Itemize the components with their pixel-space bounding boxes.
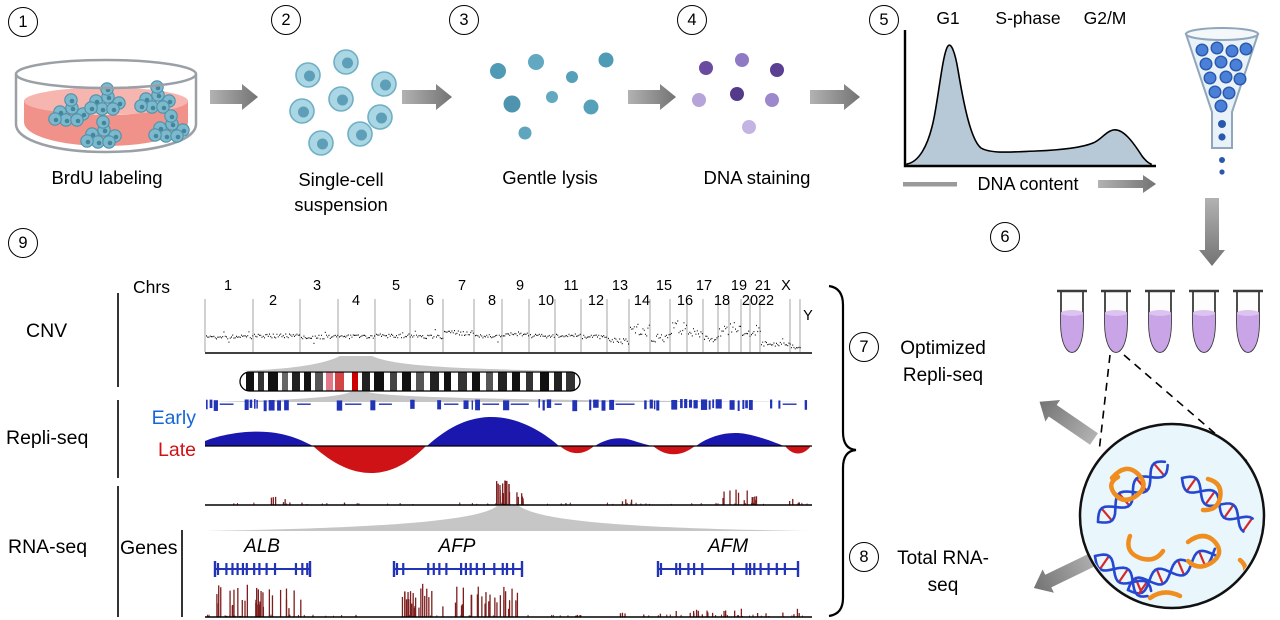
rnaseq-track-genes: [205, 583, 812, 618]
sample-tubes-icon: [1057, 289, 1263, 353]
rnaseq-track-genomewide: [205, 480, 812, 506]
chr-label-9: 9: [515, 278, 525, 294]
chr-label-20: 20: [741, 293, 759, 309]
chr-label-7: 7: [457, 278, 467, 294]
histogram-curve: [906, 44, 1152, 167]
chr-label-12: 12: [587, 293, 605, 309]
chr-label-10: 10: [537, 293, 555, 309]
single-cell-suspension-icon: [289, 49, 397, 156]
cell-sorter-funnel-icon: [1184, 27, 1260, 175]
histogram-axes: [903, 30, 1156, 168]
step-7-label: Optimized Repli-seq: [900, 338, 986, 386]
gene-name-afm: AFM: [707, 536, 749, 557]
chr-label-x: X: [781, 278, 791, 294]
sorted-cells: [1195, 41, 1253, 175]
cell-content-magnifier: [1078, 354, 1266, 610]
facs-histogram: [903, 30, 1156, 187]
chr-label-14: 14: [633, 293, 651, 309]
repliseq-label: Repli-seq: [6, 427, 89, 449]
zoom-dashed-line-left: [1098, 354, 1111, 453]
chr-label-8: 8: [487, 293, 497, 309]
chr-label-15: 15: [655, 278, 673, 294]
chr-label-4: 4: [351, 293, 361, 309]
gene-annotation-track: [206, 399, 808, 412]
gene-name-alb: ALB: [244, 536, 280, 557]
gene-name-afp: AFP: [438, 536, 476, 557]
repliseq-late-area: [313, 446, 811, 473]
chr-label-1: 1: [223, 278, 233, 294]
chr-label-11: 11: [563, 278, 579, 294]
chr-label-5: 5: [391, 278, 401, 294]
step-badge-1: 1: [8, 7, 38, 37]
step-badge-3: 3: [449, 5, 479, 35]
rnaseq-label: RNA-seq: [8, 536, 88, 558]
repliseq-track: [205, 416, 812, 473]
flow-arrows: [210, 84, 1225, 593]
g2m-phase-label: G2/M: [1083, 8, 1127, 28]
chr-label-19: 19: [730, 278, 748, 294]
step-badge-2: 2: [271, 5, 301, 35]
late-label: Late: [158, 439, 196, 461]
sphase-label: S-phase: [995, 8, 1061, 28]
step-4-label: DNA staining: [703, 167, 811, 188]
cnv-label: CNV: [26, 320, 68, 342]
cnv-track: [204, 299, 812, 354]
lysed-cells-icon: [490, 52, 614, 140]
stained-nuclei-icon: [692, 53, 784, 134]
tracks-brace: [828, 284, 857, 618]
chr4-ideogram: [239, 371, 581, 392]
step-badge-7: 7: [849, 332, 879, 362]
dna-content-label: DNA content: [977, 174, 1079, 194]
chr-label-17: 17: [695, 278, 713, 294]
chr-label-13: 13: [611, 278, 629, 294]
step-badge-9: 9: [8, 228, 38, 258]
chr-label-2: 2: [268, 293, 278, 309]
group-brackets: [117, 293, 183, 617]
step-8-label: Total RNA-seq: [897, 548, 989, 596]
genes-label: Genes: [120, 537, 178, 559]
step-badge-6: 6: [990, 222, 1020, 252]
dna-content-axis-line: [903, 182, 957, 187]
chr-label-6: 6: [425, 293, 435, 309]
zoom-flare-ideogram-to-tracks: [205, 392, 812, 402]
gene-models-track: [213, 561, 800, 577]
step-2-label: Single-cell suspension: [294, 169, 388, 215]
chr-label-22: 22: [757, 293, 775, 309]
zoom-flare-rnaseq-to-genes: [205, 506, 812, 531]
step-1-label: BrdU labeling: [51, 167, 163, 188]
cell-colonies: [48, 80, 190, 149]
chromosome-separators: [204, 299, 801, 352]
repliseq-early-area: [205, 416, 812, 446]
cnv-scatter: [206, 320, 801, 350]
chr-label-y: Y: [803, 308, 813, 324]
g1-phase-label: G1: [936, 8, 960, 28]
step-badge-5: 5: [869, 5, 899, 35]
chr-label-21: 21: [754, 278, 772, 294]
step-3-label: Gentle lysis: [502, 167, 598, 188]
step-badge-8: 8: [849, 542, 879, 572]
chr-label-16: 16: [676, 293, 694, 309]
chr-label-18: 18: [713, 293, 731, 309]
chr-label-3: 3: [312, 278, 322, 294]
early-label: Early: [151, 407, 196, 429]
chrs-label: Chrs: [133, 277, 170, 297]
petri-dish-icon: [14, 58, 198, 154]
step-badge-4: 4: [677, 5, 707, 35]
zoom-flare-cnv-to-ideogram: [240, 356, 580, 371]
